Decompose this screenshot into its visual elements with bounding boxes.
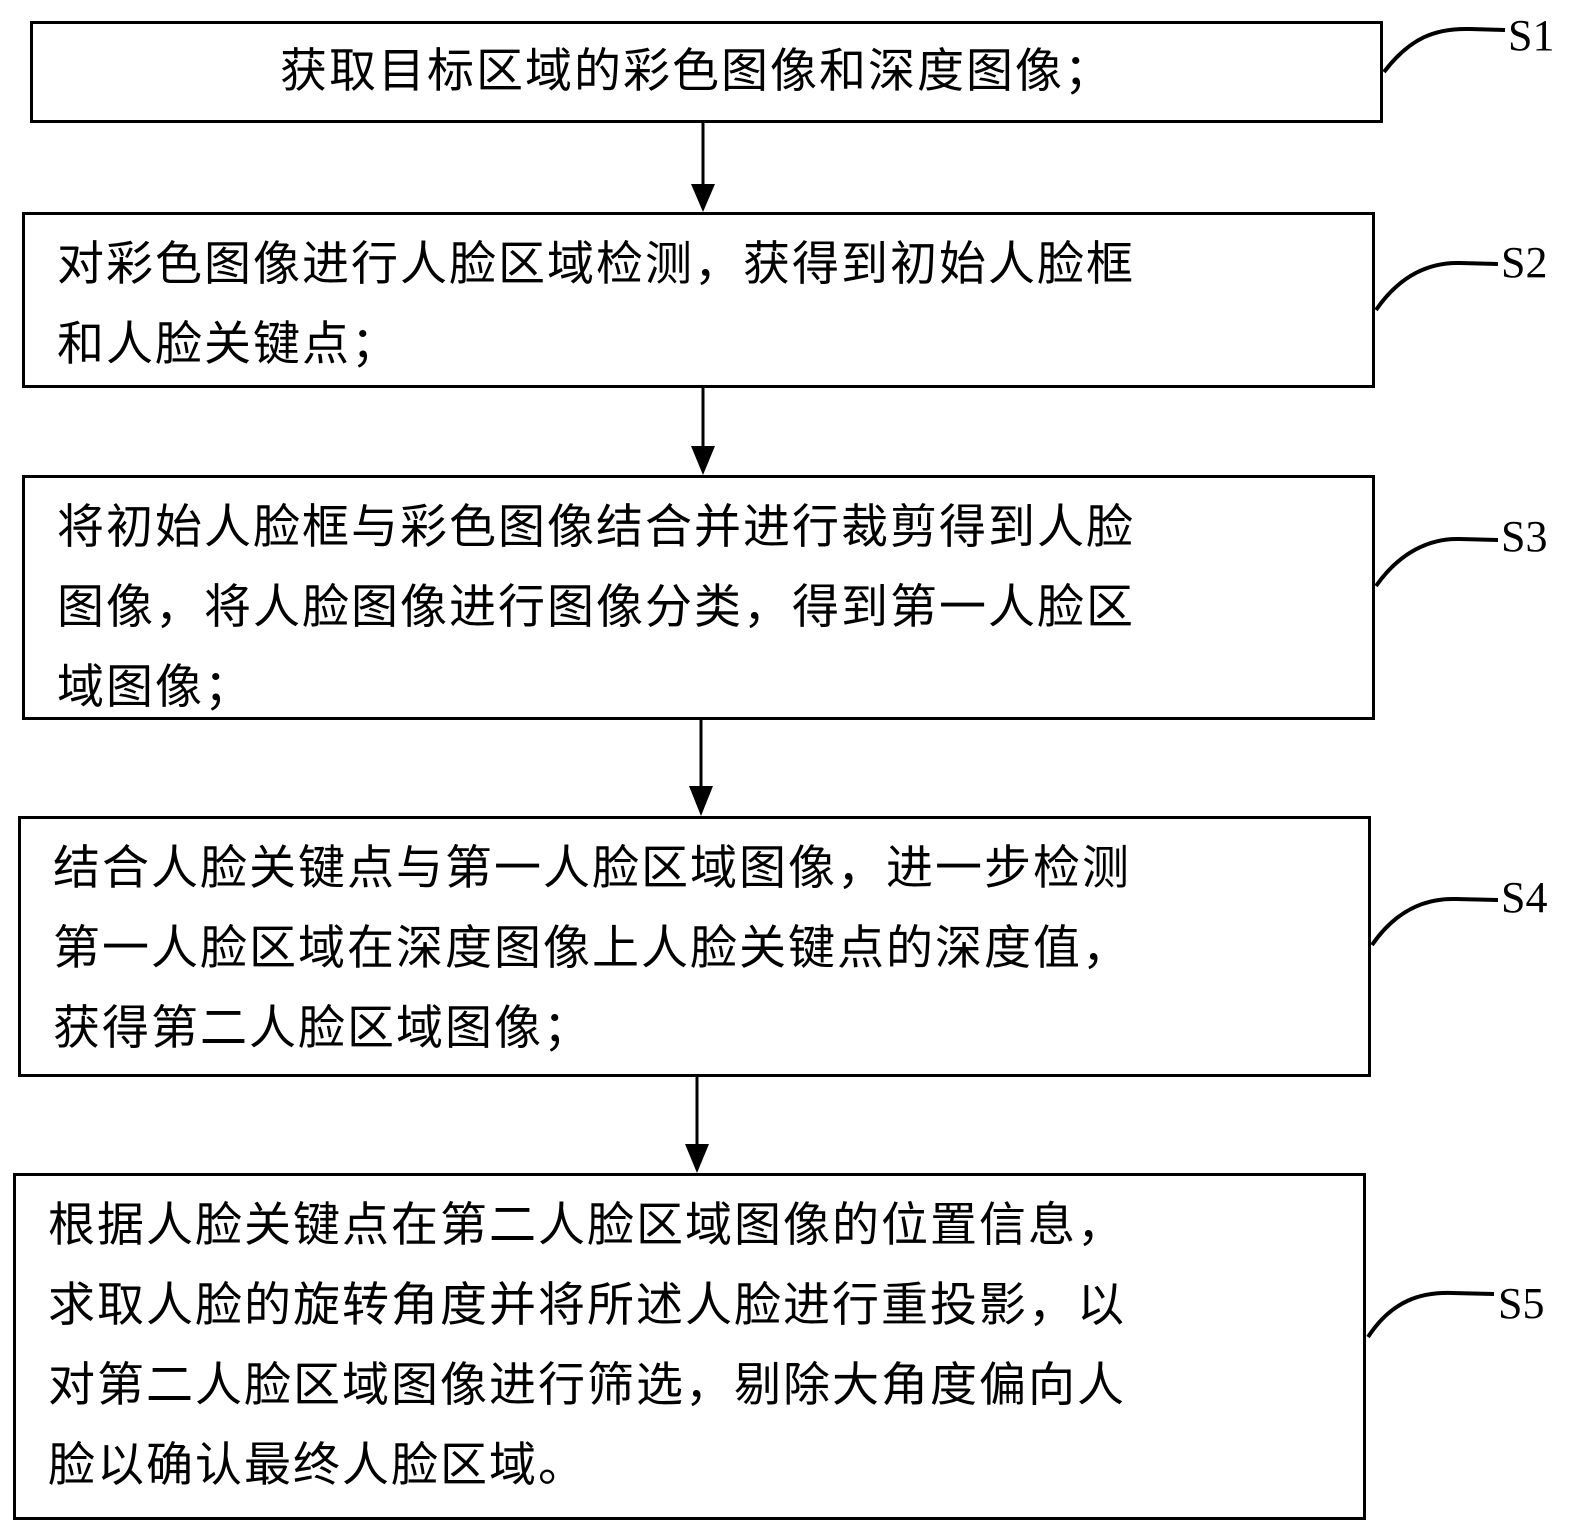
step-box-s5: 根据人脸关键点在第二人脸区域图像的位置信息， 求取人脸的旋转角度并将所述人脸进行…	[13, 1173, 1366, 1520]
arrow-s4-to-s5	[685, 1077, 709, 1173]
leader-line-s3	[1374, 536, 1499, 588]
step-text-s4: 结合人脸关键点与第一人脸区域图像，进一步检测 第一人脸区域在深度图像上人脸关键点…	[53, 841, 1131, 1056]
arrowhead-icon	[685, 1144, 709, 1173]
leader-line-s4	[1370, 896, 1499, 947]
arrowhead-icon	[691, 184, 715, 212]
arrowhead-icon	[689, 786, 713, 816]
arrow-s1-to-s2	[691, 123, 715, 212]
arrowhead-icon	[691, 446, 715, 475]
step-text-s5: 根据人脸关键点在第二人脸区域图像的位置信息， 求取人脸的旋转角度并将所述人脸进行…	[48, 1198, 1126, 1493]
step-box-s3: 将初始人脸框与彩色图像结合并进行裁剪得到人脸 图像，将人脸图像进行图像分类，得到…	[22, 475, 1375, 720]
step-box-s2: 对彩色图像进行人脸区域检测，获得到初始人脸框 和人脸关键点；	[22, 212, 1375, 388]
arrow-s3-to-s4	[689, 720, 713, 816]
step-label-s1: S1	[1508, 11, 1555, 60]
step-box-s1: 获取目标区域的彩色图像和深度图像；	[30, 21, 1383, 123]
step-label-s2: S2	[1501, 238, 1548, 287]
step-label-s5: S5	[1498, 1279, 1545, 1328]
step-text-s2: 对彩色图像进行人脸区域检测，获得到初始人脸框 和人脸关键点；	[57, 237, 1135, 372]
step-box-s4: 结合人脸关键点与第一人脸区域图像，进一步检测 第一人脸区域在深度图像上人脸关键点…	[18, 816, 1371, 1077]
step-text-s3: 将初始人脸框与彩色图像结合并进行裁剪得到人脸 图像，将人脸图像进行图像分类，得到…	[57, 500, 1135, 715]
leader-line-s1	[1382, 26, 1506, 74]
leader-line-s2	[1374, 260, 1499, 312]
leader-line-s5	[1366, 1290, 1495, 1339]
arrow-s2-to-s3	[691, 388, 715, 475]
step-text-s1: 获取目标区域的彩色图像和深度图像；	[280, 44, 1113, 99]
step-label-s4: S4	[1501, 873, 1548, 922]
step-label-s3: S3	[1501, 512, 1548, 561]
